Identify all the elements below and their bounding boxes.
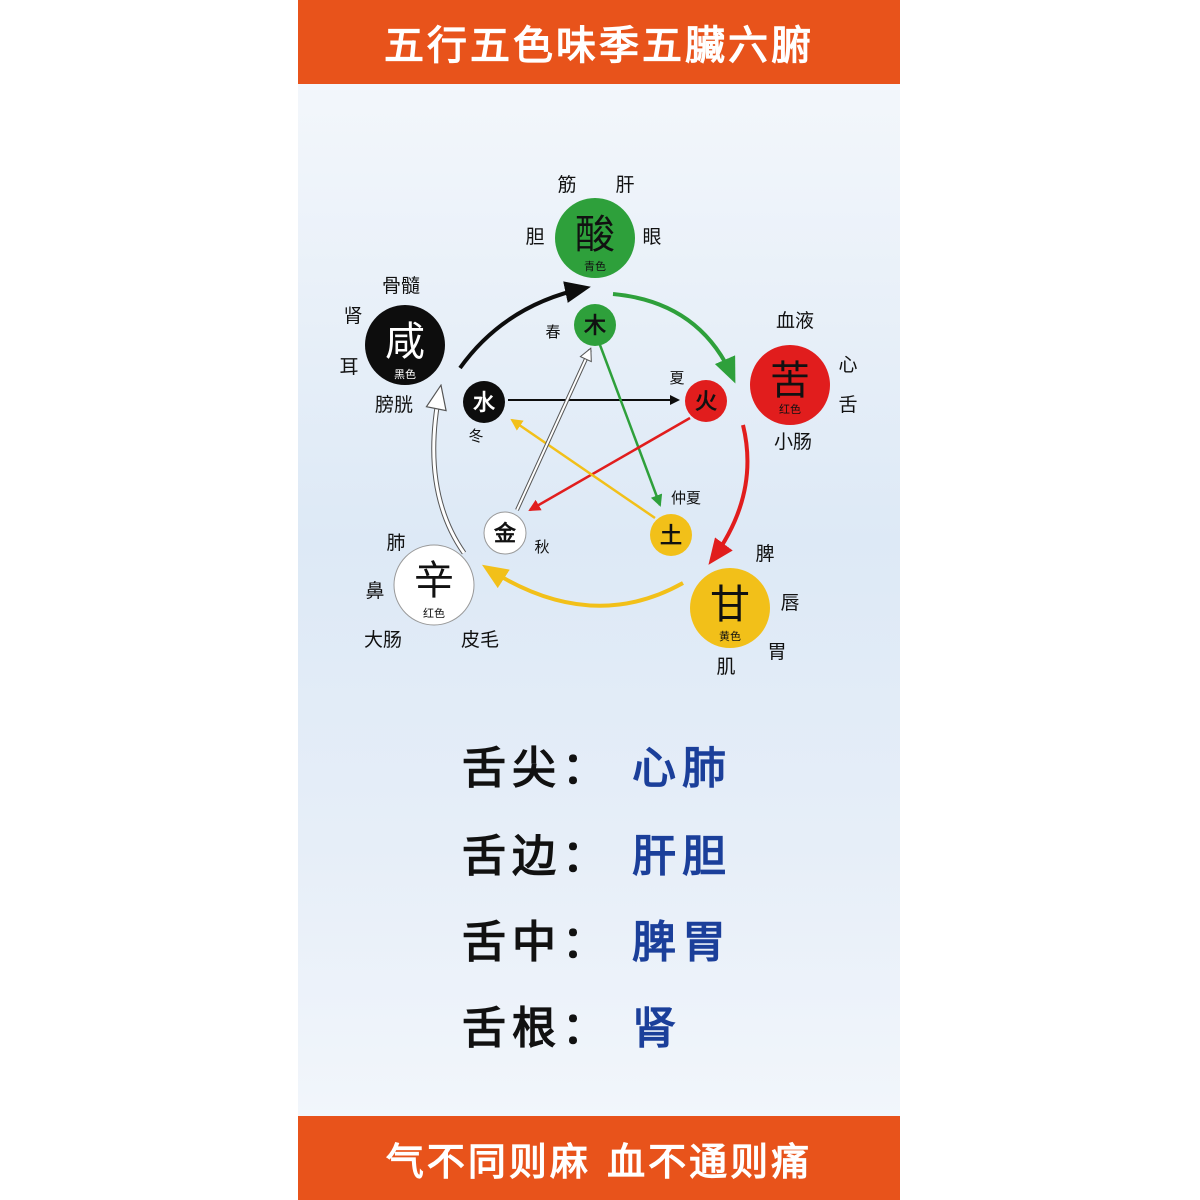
fire-organ-right-top: 心 <box>838 354 857 376</box>
earth-organ-bottom: 肌 <box>716 656 735 678</box>
water-season: 冬 <box>468 427 483 445</box>
tongue-label-root: 舌根 <box>462 1003 562 1054</box>
earth-organ-bottom-right: 胃 <box>767 641 786 663</box>
tongue-value-tip: 心肺 <box>632 743 732 794</box>
star-metal-to-wood-inner <box>516 350 590 511</box>
water-element: 水 <box>473 391 496 416</box>
header-banner: 五行五色味季五臟六腑 <box>298 0 900 84</box>
tongue-row-tip: 舌尖 ： 心肺 <box>462 734 732 794</box>
arc-earth-to-metal <box>481 564 684 608</box>
wood-organ-left: 胆 <box>525 226 544 248</box>
star-wood-to-earth <box>598 344 663 507</box>
earth-organ-top-right: 脾 <box>755 543 774 565</box>
metal-organ-bottom-left: 大肠 <box>364 629 402 651</box>
footer-banner: 气不同则麻 血不通则痛 <box>298 1116 900 1200</box>
earth-color-name: 黄色 <box>719 629 741 643</box>
wood-taste: 酸 <box>575 212 615 258</box>
footer-motto: 气不同则麻 血不通则痛 <box>385 1138 813 1184</box>
arc-wood-to-fire <box>612 292 736 384</box>
wood-color-name: 青色 <box>584 259 606 273</box>
metal-organ-top: 肺 <box>386 532 405 554</box>
earth-element: 土 <box>660 524 682 549</box>
water-color-name: 黑色 <box>394 367 416 381</box>
earth-element-circle <box>650 514 692 556</box>
metal-color-name: 红色 <box>423 606 445 620</box>
tongue-value-root: 肾 <box>632 1003 682 1054</box>
fire-organ-right-bottom: 舌 <box>838 394 857 416</box>
earth-taste-circle <box>690 568 770 648</box>
arc-metal-to-water-inner <box>434 390 466 554</box>
fire-organ-bottom: 小肠 <box>774 431 812 453</box>
fire-element: 火 <box>695 390 717 415</box>
arc-fire-to-earth <box>708 424 750 565</box>
wood-element-circle <box>574 304 616 346</box>
wood-organ-top-left: 筋 <box>557 174 576 196</box>
tongue-value-edge: 肝胆 <box>632 831 732 882</box>
metal-element-circle <box>483 511 527 555</box>
metal-taste: 辛 <box>414 558 454 604</box>
water-taste-circle <box>365 305 445 385</box>
fire-season: 夏 <box>669 369 684 387</box>
fire-taste-circle <box>750 345 830 425</box>
water-organ-left-top: 肾 <box>343 305 362 327</box>
fire-organ-top: 血液 <box>776 310 814 332</box>
water-organ-top: 骨髓 <box>382 275 420 297</box>
tongue-row-edge: 舌边 ： 肝胆 <box>462 822 732 882</box>
metal-organ-left: 鼻 <box>365 580 384 602</box>
water-element-circle <box>463 381 505 423</box>
metal-season: 秋 <box>534 538 549 556</box>
wood-organ-top-right: 肝 <box>615 174 634 196</box>
water-organ-left-bottom: 耳 <box>339 356 358 378</box>
star-fire-to-metal <box>528 416 691 512</box>
wood-taste-circle <box>555 198 635 278</box>
tongue-label-tip: 舌尖 <box>462 743 562 794</box>
tongue-colon: ： <box>562 831 606 882</box>
tongue-value-middle: 脾胃 <box>632 917 732 968</box>
tongue-colon: ： <box>562 1003 606 1054</box>
wood-element: 木 <box>583 314 607 339</box>
fire-taste: 苦 <box>770 358 810 404</box>
metal-taste-circle <box>393 544 475 626</box>
fire-element-circle <box>685 380 727 422</box>
earth-taste: 甘 <box>710 582 750 628</box>
tongue-label-edge: 舌边 <box>462 831 562 882</box>
metal-organ-bottom-right: 皮毛 <box>461 629 499 651</box>
wood-organ-right: 眼 <box>642 226 661 248</box>
fire-color-name: 红色 <box>779 402 801 416</box>
water-taste: 咸 <box>385 319 425 365</box>
earth-organ-right: 唇 <box>780 592 799 614</box>
arc-water-to-wood <box>458 281 591 370</box>
tongue-label-middle: 舌中 <box>462 917 562 968</box>
metal-element: 金 <box>493 521 517 547</box>
tongue-colon: ： <box>562 743 606 794</box>
tongue-row-root: 舌根 ： 肾 <box>462 994 682 1054</box>
wood-season: 春 <box>545 323 560 341</box>
tongue-row-middle: 舌中 ： 脾胃 <box>462 908 732 968</box>
header-title: 五行五色味季五臟六腑 <box>384 22 814 69</box>
water-organ-bottom: 膀胱 <box>375 394 413 416</box>
star-earth-to-water <box>510 418 656 520</box>
earth-season: 仲夏 <box>671 489 701 507</box>
tongue-colon: ： <box>562 917 606 968</box>
